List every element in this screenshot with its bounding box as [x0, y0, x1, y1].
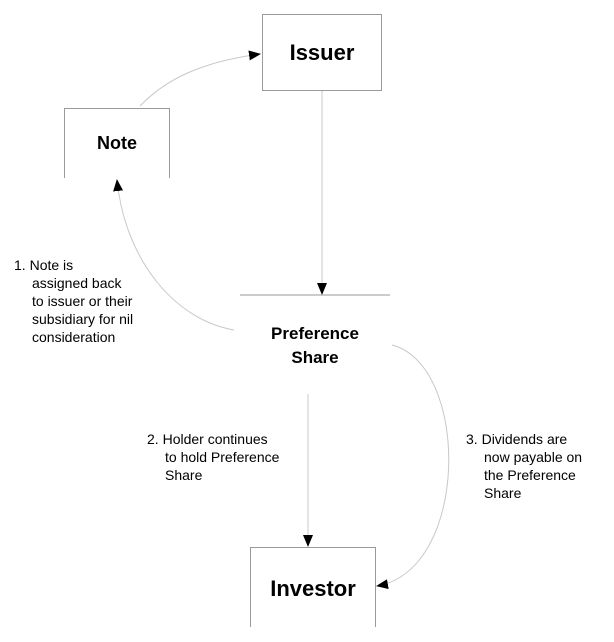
annotation-step-1-number: 1.: [14, 257, 26, 273]
issuer-label: Issuer: [289, 39, 355, 65]
annotation-step-2-line-2: to hold Preference: [165, 449, 280, 465]
annotation-step-2-line-1: 2. Holder continues: [147, 430, 279, 448]
annotation-step-3-line-4: Share: [484, 485, 522, 501]
annotation-step-3-text-1: Dividends are: [481, 431, 568, 447]
annotation-step-3-number: 3.: [466, 431, 478, 447]
arrow-preference-share-to-note: [113, 179, 235, 331]
annotation-step-3: 3. Dividends are now payable on the Pref…: [466, 430, 582, 502]
annotation-step-1-text-1: Note is: [29, 257, 74, 273]
annotation-step-1-line-2: assigned back: [32, 275, 122, 291]
annotation-step-1-line-4: subsidiary for nil: [32, 311, 134, 327]
investor-label: Investor: [270, 576, 356, 601]
arrow-note-to-issuer: [139, 50, 261, 107]
preference-share-label-line-1: Preference: [271, 324, 359, 343]
note-label: Note: [97, 133, 137, 153]
annotation-step-2: 2. Holder continues to hold Preference S…: [147, 430, 279, 484]
investor-box: Investor: [250, 547, 376, 627]
annotation-step-2-number: 2.: [147, 431, 159, 447]
preference-share-node: Preference Share: [240, 322, 390, 370]
note-box: Note: [64, 108, 170, 178]
annotation-step-1-line-1: 1. Note is: [14, 256, 133, 274]
issuer-box: Issuer: [262, 14, 382, 91]
preference-share-label-line-2: Share: [291, 348, 339, 367]
annotation-step-1: 1. Note is assigned back to issuer or th…: [14, 256, 133, 346]
annotation-step-2-text-1: Holder continues: [162, 431, 268, 447]
annotation-step-3-line-2: now payable on: [484, 449, 583, 465]
arrow-dividends-to-investor: [376, 344, 450, 590]
annotation-step-1-line-3: to issuer or their: [32, 293, 133, 309]
annotation-step-3-line-3: the Preference: [484, 467, 576, 483]
annotation-step-1-line-5: consideration: [32, 329, 116, 345]
annotation-step-2-line-3: Share: [165, 467, 203, 483]
annotation-step-3-line-1: 3. Dividends are: [466, 430, 582, 448]
